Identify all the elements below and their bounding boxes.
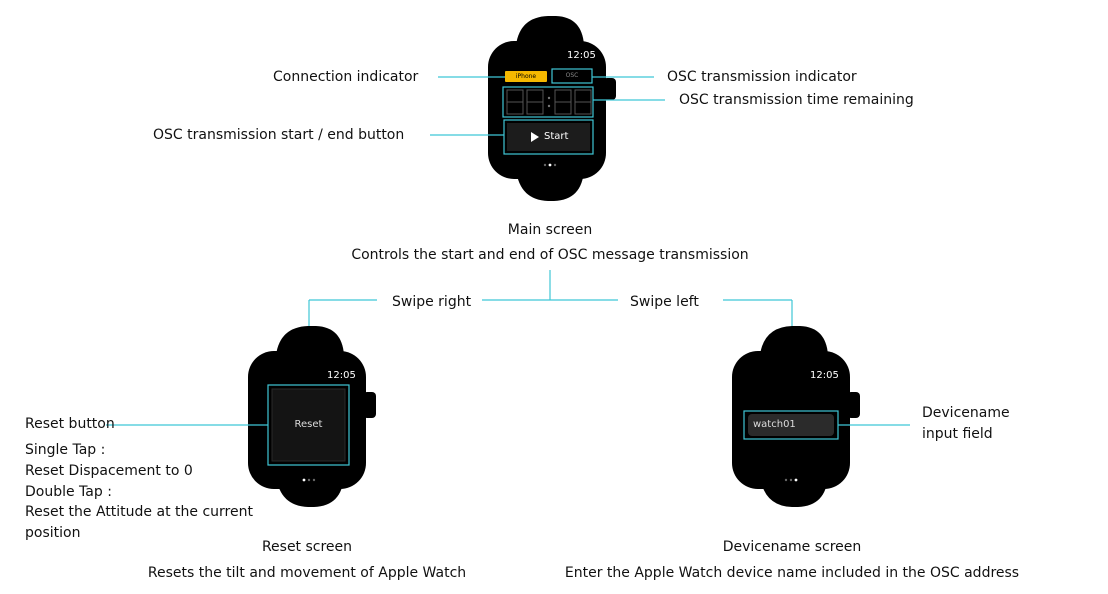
reset-caption-description: Resets the tilt and movement of Apple Wa… [147, 565, 467, 581]
start-button-outline [503, 119, 594, 155]
start-button-label[interactable]: Start [544, 131, 569, 142]
label-devicename-line2: input field [922, 426, 993, 442]
label-devicename-line1: Devicename [922, 405, 1010, 421]
main-watch-time: 12:05 [567, 50, 596, 61]
devicename-field-outline [743, 410, 839, 440]
label-reset-button: Reset button [25, 416, 115, 432]
label-single-tap: Single Tap : [25, 442, 106, 458]
device-watch-crown [847, 392, 860, 418]
swipe-left-label: Swipe left [630, 294, 699, 310]
main-watch-crown [603, 78, 616, 100]
time-remaining-box [502, 86, 594, 118]
reset-caption-title: Reset screen [261, 539, 353, 555]
main-caption-description: Controls the start and end of OSC messag… [351, 247, 749, 263]
label-single-tap-action: Reset Dispacement to 0 [25, 463, 193, 479]
label-start-end-button: OSC transmission start / end button [153, 127, 405, 143]
label-time-remaining: OSC transmission time remaining [679, 92, 914, 108]
osc-chip-label: OSC [565, 72, 579, 79]
main-watch-strap-top [516, 16, 584, 45]
connection-chip [505, 71, 547, 82]
devicename-input[interactable]: watch01 [753, 419, 796, 430]
reset-button-outline [267, 384, 350, 466]
device-caption-title: Devicename screen [722, 539, 862, 555]
device-caption-description: Enter the Apple Watch device name includ… [564, 565, 1020, 581]
label-osc-indicator: OSC transmission indicator [667, 69, 857, 85]
reset-button-label[interactable]: Reset [294, 419, 323, 430]
main-caption-title: Main screen [507, 222, 593, 238]
label-double-tap-action-2: position [25, 525, 81, 541]
play-icon [531, 132, 539, 142]
osc-chip [551, 68, 593, 84]
swipe-right-label: Swipe right [392, 294, 472, 310]
label-double-tap: Double Tap : [25, 484, 112, 500]
label-connection-indicator: Connection indicator [273, 69, 419, 85]
reset-watch-crown [363, 392, 376, 418]
device-watch-time: 12:05 [810, 370, 839, 381]
devicename-field-bg [748, 414, 834, 436]
label-double-tap-action-1: Reset the Attitude at the current [25, 504, 253, 520]
reset-button-bg [271, 388, 346, 462]
start-button-bg [507, 123, 590, 151]
connection-chip-label: iPhone [515, 73, 537, 80]
reset-watch-time: 12:05 [327, 370, 356, 381]
